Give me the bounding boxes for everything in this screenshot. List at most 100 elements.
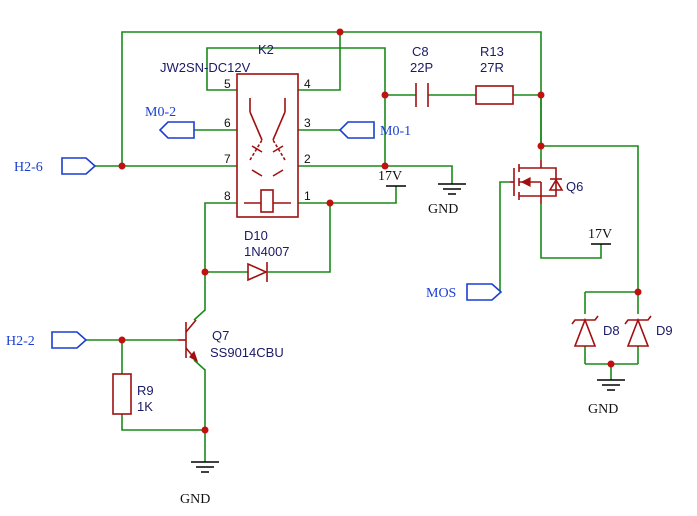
d10-value: 1N4007 <box>244 244 290 259</box>
r13-value: 27R <box>480 60 504 75</box>
d9-triangle <box>626 317 650 347</box>
relay-contact <box>272 139 286 161</box>
port-arrow <box>61 157 97 175</box>
junction-dot <box>118 336 126 344</box>
junction-dot <box>118 162 126 170</box>
wire-source-17v <box>540 204 602 259</box>
zener-d8: D8 <box>571 315 620 347</box>
relay-contact <box>249 111 263 141</box>
port-h2-2: H2-2 <box>6 331 88 349</box>
wire-q7-emitter <box>193 359 206 462</box>
port-arrow <box>158 121 195 139</box>
relay-pin-4: 4 <box>304 77 311 91</box>
relay-pin-7: 7 <box>224 152 231 166</box>
resistor-body <box>112 373 132 415</box>
relay-contact <box>249 139 263 161</box>
diode-d10: D10 1N4007 <box>244 228 290 282</box>
transistor-q7: Q7 SS9014CBU <box>178 319 284 363</box>
wires <box>86 31 639 462</box>
c8-ref: C8 <box>412 44 429 59</box>
wire-gate <box>499 181 510 293</box>
wire-pin4 <box>298 32 341 91</box>
power-17v-label: 17V <box>378 169 402 184</box>
gnd-label: GND <box>428 202 458 217</box>
relay-ref: K2 <box>258 42 274 57</box>
q6-body-diode-lead <box>541 167 557 197</box>
port-h2-6: H2-6 <box>14 157 97 175</box>
relay-pin-3: 3 <box>304 116 311 130</box>
relay-k2: 5 4 6 3 7 2 8 1 K2 JW2SN-DC12V <box>160 42 311 218</box>
port-mos: MOS <box>426 283 503 301</box>
gnd-label: GND <box>180 492 210 507</box>
wire-top-loop <box>121 31 542 166</box>
relay-contact <box>251 145 263 153</box>
gnd-label: GND <box>588 402 618 417</box>
q6-body-diode <box>548 178 564 191</box>
relay-pin-2: 2 <box>304 152 311 166</box>
relay-body <box>236 73 299 218</box>
d8-ref: D8 <box>603 323 620 338</box>
d10-ref: D10 <box>244 228 268 243</box>
resistor-r9: R9 1K <box>112 373 154 415</box>
junction-dot <box>336 28 344 36</box>
gnd-relay: GND <box>428 183 466 217</box>
port-arrow <box>466 283 503 301</box>
zener-d9: D9 <box>624 315 673 347</box>
r9-value: 1K <box>137 399 153 414</box>
junction-dot <box>607 360 615 368</box>
d9-bar <box>624 315 652 325</box>
d9-ref: D9 <box>656 323 673 338</box>
port-h2-6-label: H2-6 <box>14 160 43 175</box>
c8-value: 22P <box>410 60 433 75</box>
relay-contact <box>272 111 286 141</box>
port-arrow <box>51 331 88 349</box>
port-m0-1: M0-1 <box>338 121 411 139</box>
power-17v-mos: 17V <box>588 227 612 245</box>
resistor-body <box>475 85 514 105</box>
power-17v-relay: 17V <box>378 169 406 187</box>
wire-r9-bottom <box>121 414 205 431</box>
relay-contact <box>272 145 284 153</box>
capacitor-c8: C8 22P <box>410 44 433 107</box>
relay-pin-5: 5 <box>224 77 231 91</box>
q7-ref: Q7 <box>212 328 229 343</box>
junction-dot <box>381 91 389 99</box>
relay-pin-8: 8 <box>224 189 231 203</box>
relay-coil <box>260 189 274 213</box>
power-17v-label: 17V <box>588 227 612 242</box>
port-m0-1-label: M0-1 <box>380 124 411 139</box>
junction-dot <box>537 142 545 150</box>
wire-q7-collector <box>193 272 206 321</box>
gnd-q7: GND <box>180 461 219 507</box>
q7-value: SS9014CBU <box>210 345 284 360</box>
resistor-r13: R13 27R <box>475 44 514 105</box>
port-mos-label: MOS <box>426 286 456 301</box>
junctions <box>118 28 642 434</box>
mosfet-q6: Q6 <box>510 160 583 204</box>
wire-pin8 <box>204 202 237 272</box>
relay-contact <box>272 169 284 177</box>
q7-emitter-arrow <box>189 350 199 363</box>
wire-drain-zener <box>541 145 639 292</box>
d8-bar <box>571 315 599 325</box>
port-arrow <box>338 121 375 139</box>
junction-dot <box>634 288 642 296</box>
relay-contact <box>251 169 263 177</box>
r9-ref: R9 <box>137 383 154 398</box>
wire-pin1-17v <box>298 186 397 204</box>
junction-dot <box>201 426 209 434</box>
diode-triangle <box>247 262 268 282</box>
q7-collector <box>185 319 197 333</box>
relay-pin-1: 1 <box>304 189 311 203</box>
junction-dot <box>381 162 389 170</box>
gnd-zener: GND <box>588 379 625 417</box>
d8-triangle <box>573 317 597 347</box>
junction-dot <box>326 199 334 207</box>
port-h2-2-label: H2-2 <box>6 334 35 349</box>
wire-pin2-gnd <box>298 165 453 184</box>
wire-pin5 <box>206 47 386 166</box>
wire-d10-cathode <box>268 203 331 273</box>
q6-ref: Q6 <box>566 179 583 194</box>
r13-ref: R13 <box>480 44 504 59</box>
